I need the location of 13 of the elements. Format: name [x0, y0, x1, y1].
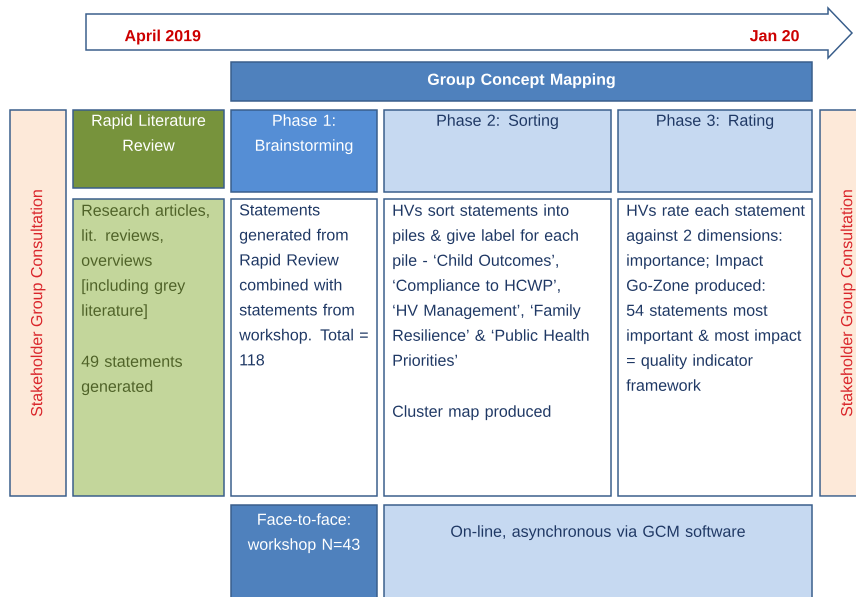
method-box: Face-to-face: workshop N=43 — [230, 504, 378, 597]
phase-box: Phase 2: Sorting — [383, 109, 612, 193]
phase-box: Rapid Literature Review — [72, 109, 225, 189]
phase-box: Phase 1: Brainstorming — [230, 109, 378, 193]
text-box: Statements generated from Rapid Review combined with statements from workshop. Total = 118 — [230, 198, 378, 497]
method-box: On-line, asynchronous via GCM software — [383, 504, 813, 597]
side-panel: Stakeholder Group Consultation — [819, 109, 856, 497]
text-box: HVs sort statements into piles & give label for each pile - ‘Child Outcomes’, ‘Compliance to HCWP’, ‘HV Management’, ‘Family Resilience’ & ‘Public Health Priorities’ Cluster map produced — [383, 198, 612, 497]
side-panel: Stakeholder Group Consultation — [9, 109, 67, 497]
phase-box: Phase 3: Rating — [617, 109, 813, 193]
banner: Group Concept Mapping — [230, 61, 813, 102]
text-box: HVs rate each statement against 2 dimensions: importance; Impact Go-Zone produced: 54 statements most important & most impact = quality indicator framework — [617, 198, 813, 497]
text-box: Research articles, lit. reviews, overviews [including grey literature] 49 statements generated — [72, 198, 225, 497]
